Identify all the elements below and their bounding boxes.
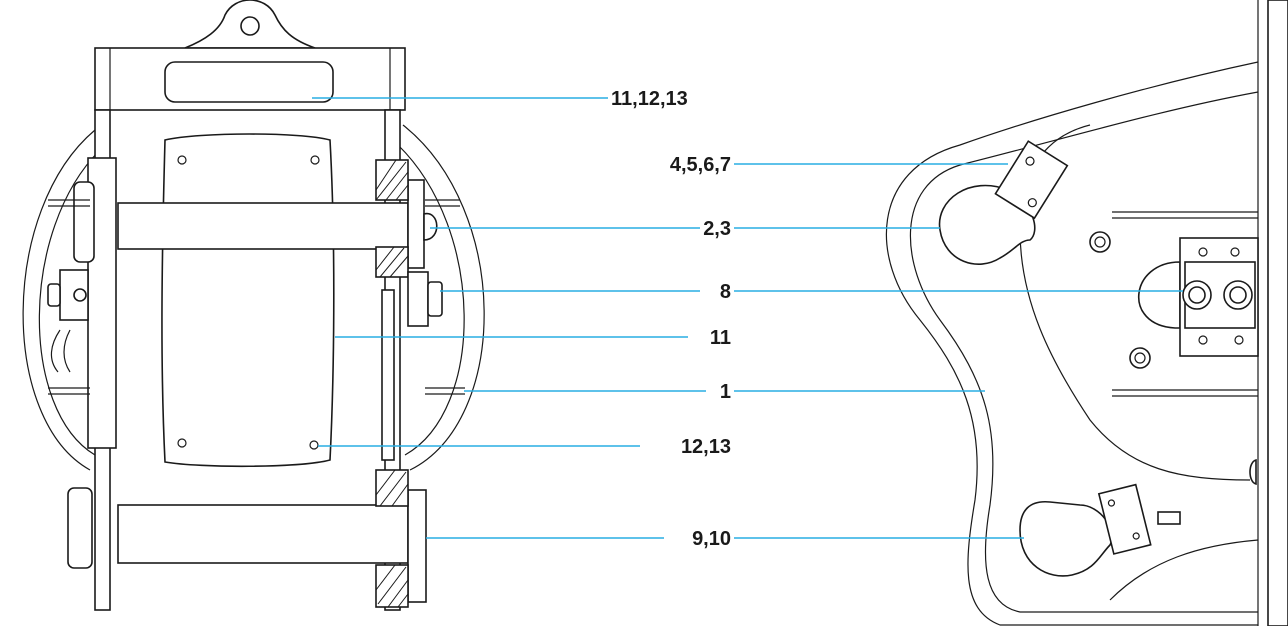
hatched-collar-upper (375, 159, 409, 278)
front-view-drawing (22, 0, 485, 611)
hatched-collar-lower (375, 469, 409, 608)
callout-label: 12,13 (681, 436, 731, 458)
leader-lines (312, 97, 1183, 539)
callout-label: 11 (710, 327, 731, 349)
callout-label: 9,10 (692, 528, 731, 550)
callout-label: 4,5,6,7 (670, 154, 731, 176)
callout-label: 11,12,13 (611, 88, 688, 110)
callout-label: 8 (720, 281, 731, 303)
side-view-drawing (885, 0, 1288, 626)
callout-labels: 11,12,13 4,5,6,7 2,3 8 11 1 12,13 9,10 (611, 88, 731, 550)
callout-label: 1 (720, 381, 731, 403)
callout-label: 2,3 (703, 218, 731, 240)
